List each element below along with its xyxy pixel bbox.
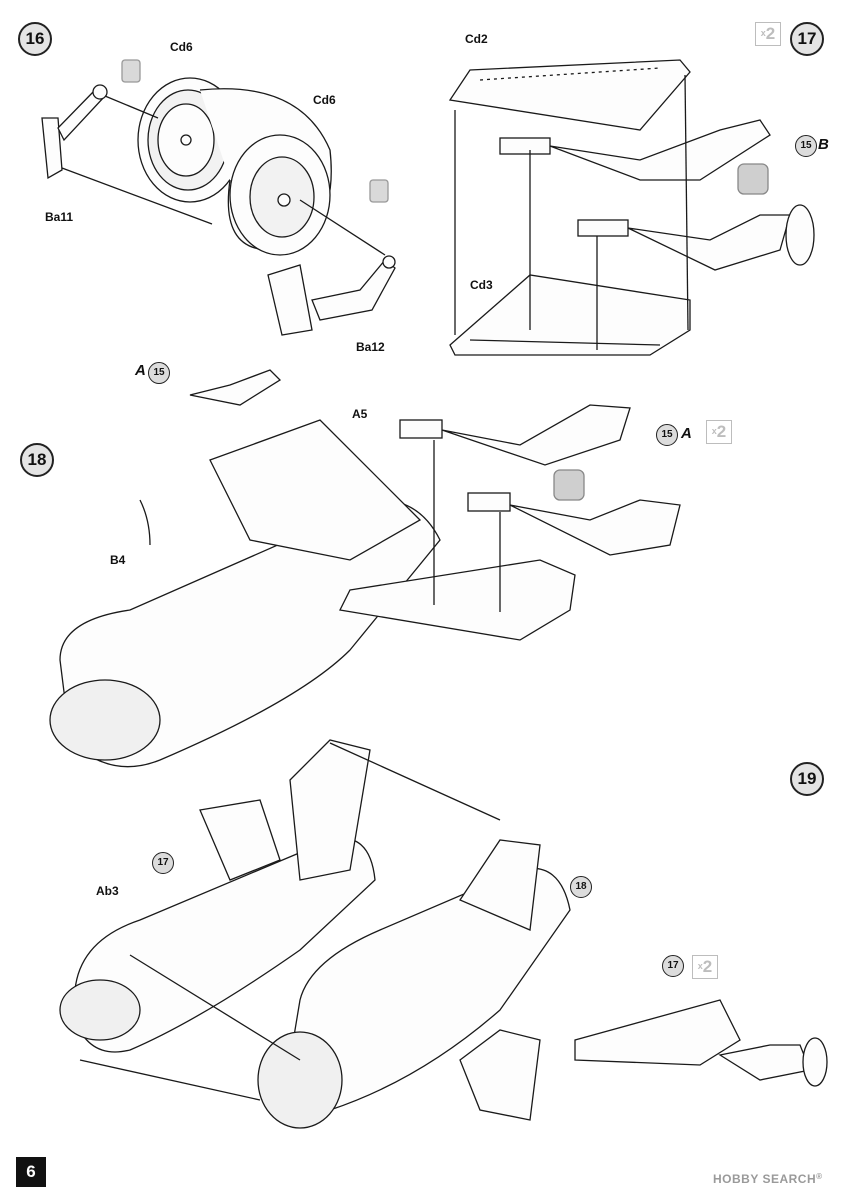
- quantity-marker-step17: x2: [755, 22, 781, 46]
- part-label-ba12: Ba12: [356, 340, 385, 354]
- part-label-cd6-b: Cd6: [313, 93, 336, 107]
- part-label-cd6-a: Cd6: [170, 40, 193, 54]
- quantity-marker-step19: x2: [692, 955, 718, 979]
- quantity-marker-step18: x2: [706, 420, 732, 444]
- subassembly-ref-18: 18: [570, 876, 592, 898]
- step16-drawing: [41, 59, 396, 336]
- step-17-badge: 17: [790, 22, 824, 56]
- part-label-a5: A5: [352, 407, 368, 421]
- step19-drawing: [59, 739, 828, 1129]
- step-18-badge: 18: [20, 443, 54, 477]
- part-label-cd3: Cd3: [470, 278, 493, 292]
- ref-letter-a-left: A: [135, 362, 146, 379]
- subassembly-ref-17-left: 17: [152, 852, 174, 874]
- subassembly-ref-17-right: 17: [662, 955, 684, 977]
- page-number: 6: [16, 1157, 46, 1187]
- step-16-badge: 16: [18, 22, 52, 56]
- part-label-b4: B4: [110, 553, 126, 567]
- subassembly-ref-15a-left: 15: [148, 362, 170, 384]
- step-19-badge: 19: [790, 762, 824, 796]
- step17-drawing: [448, 59, 815, 356]
- part-label-ab3: Ab3: [96, 884, 119, 898]
- subassembly-ref-15a-right: 15: [656, 424, 678, 446]
- subassembly-ref-15b: 15: [795, 135, 817, 157]
- part-label-ba11: Ba11: [45, 210, 74, 224]
- ref-letter-b: B: [818, 136, 829, 153]
- watermark: HOBBY SEARCH®: [713, 1172, 823, 1186]
- ref-letter-a-right: A: [681, 425, 692, 442]
- step18-drawing: [49, 369, 681, 768]
- part-label-cd2: Cd2: [465, 32, 488, 46]
